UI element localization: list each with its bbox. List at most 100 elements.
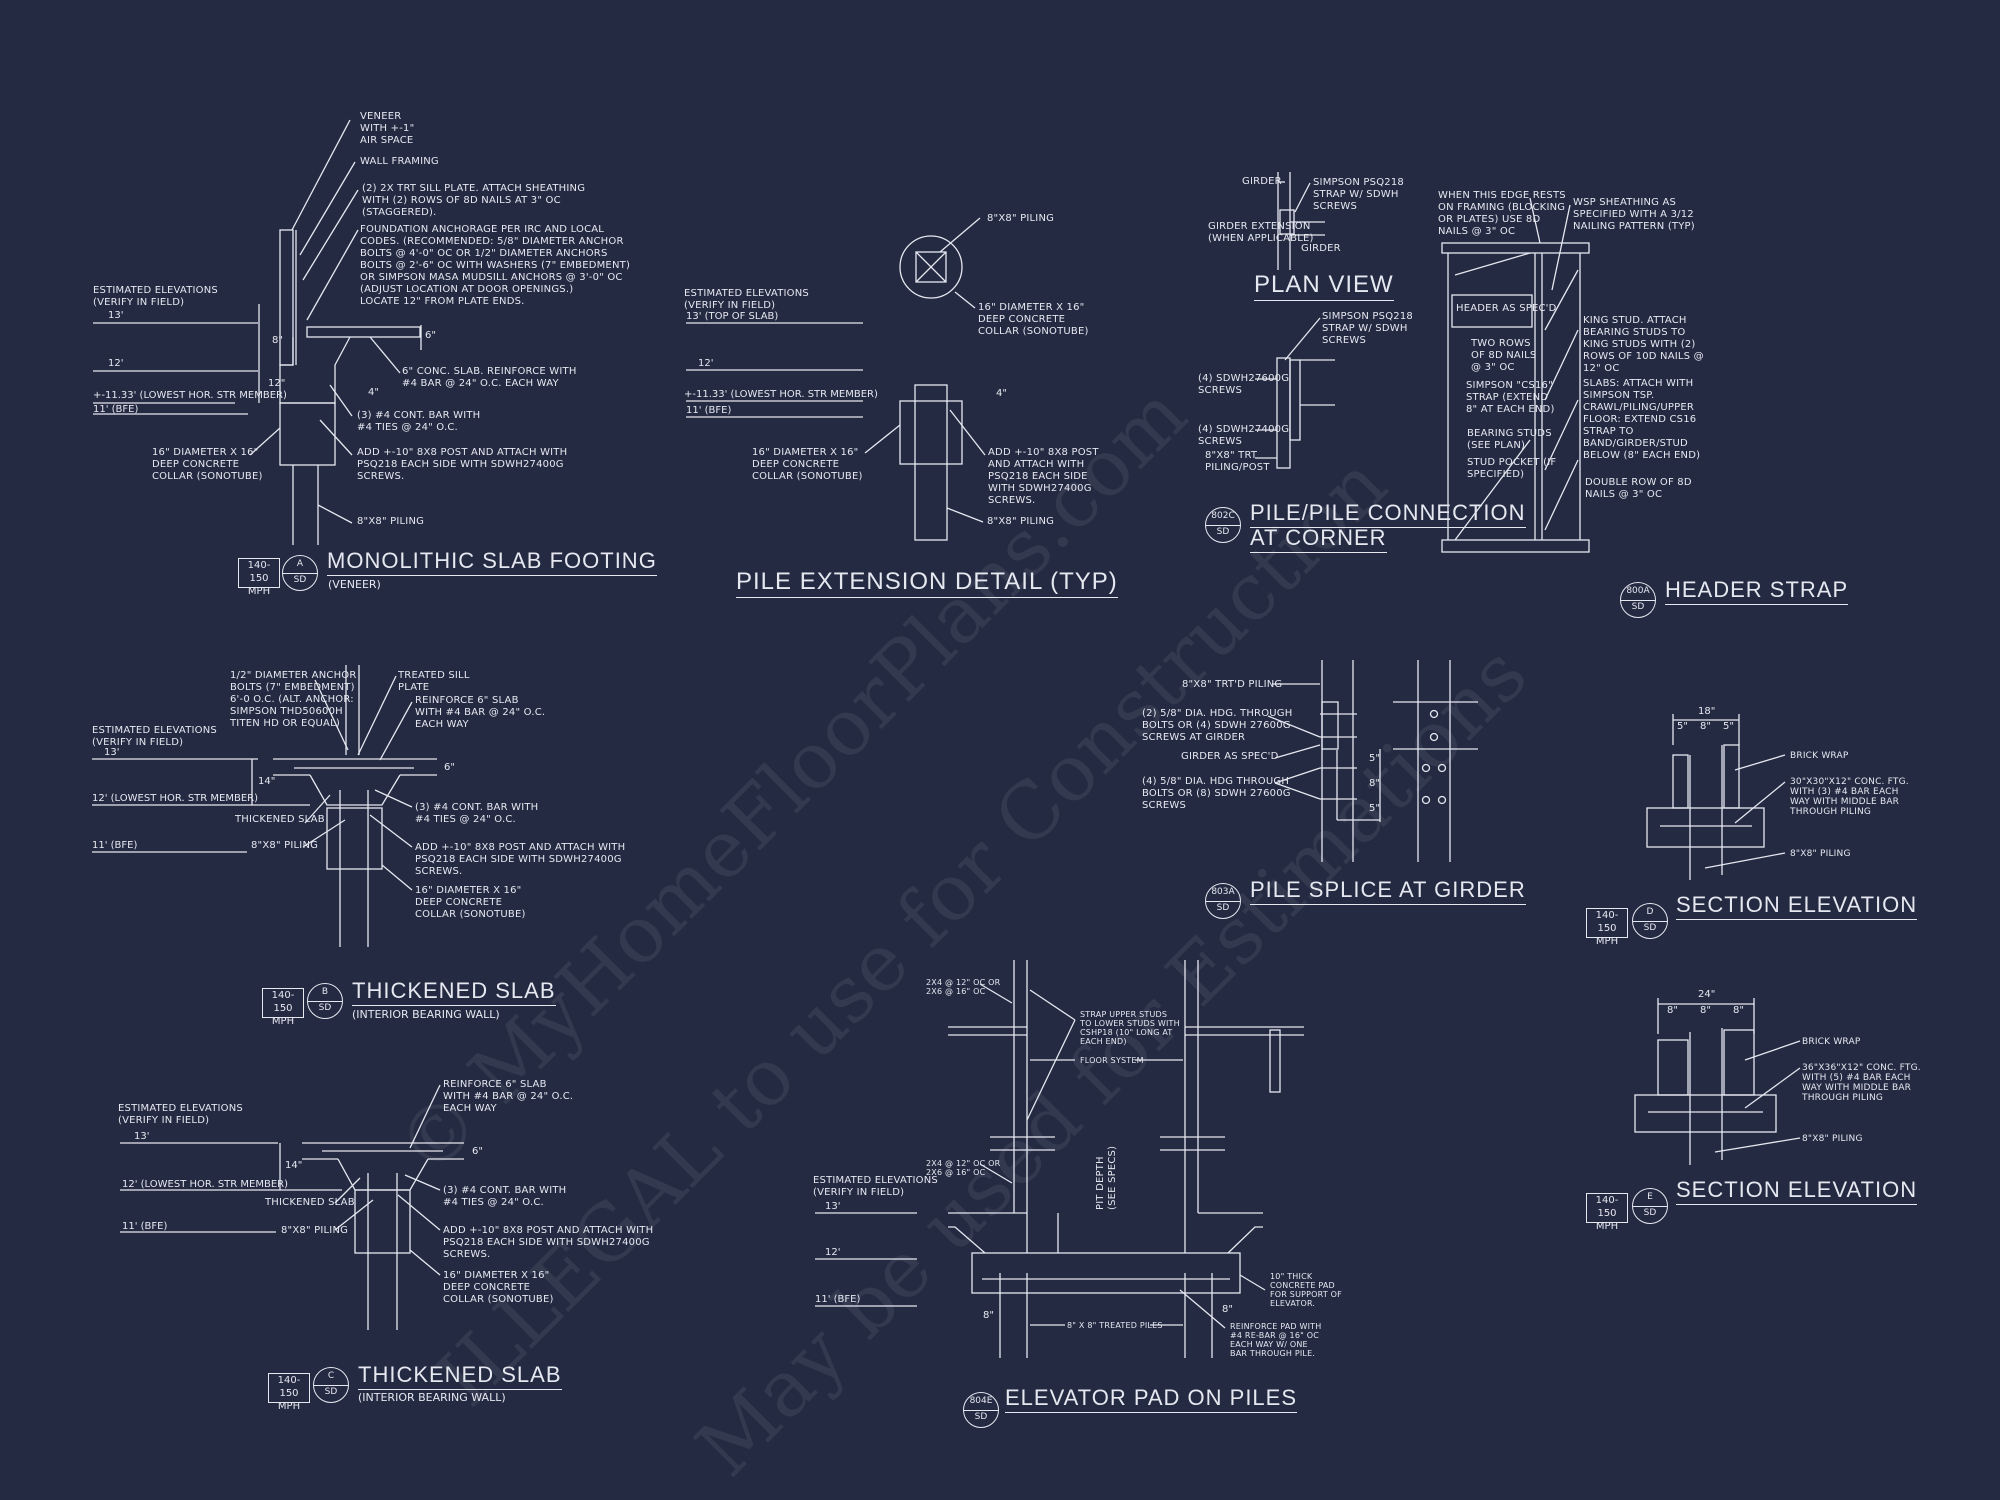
section-d-brick-label: BRICK WRAP bbox=[1790, 751, 1849, 761]
pile-ext-elev-heading: ESTIMATED ELEVATIONS (VERIFY IN FIELD) bbox=[684, 288, 809, 311]
detail-a-tag: A bbox=[296, 559, 304, 569]
detail-b-elev-11: 11' (BFE) bbox=[92, 840, 138, 851]
detail-a-piling-label: 8"x8" PILING bbox=[357, 516, 425, 527]
detail-b-elev-heading: ESTIMATED ELEVATIONS (VERIFY IN FIELD) bbox=[92, 725, 217, 748]
pile-ext-post-label: ADD +-10" 8X8 POST AND ATTACH WITH PSQ21… bbox=[988, 447, 1099, 506]
detail-c-piling-label: 8"x8" PILING bbox=[281, 1225, 349, 1236]
section-d-linework bbox=[1646, 714, 1786, 880]
detail-a-linework bbox=[93, 119, 422, 545]
detail-b-reinforce-label: REINFORCE 6" SLAB WITH #4 BAR @ 24" O.C.… bbox=[415, 695, 546, 730]
detail-b-elev-12: 12' (LOWEST HOR. STR MEMBER) bbox=[92, 793, 259, 804]
header-strap-cs16-label: SIMPSON "CS16" STRAP (EXTEND 8" AT EACH … bbox=[1466, 380, 1555, 415]
header-strap-bearing-label: BEARING STUDS (SEE PLAN) bbox=[1467, 428, 1552, 451]
detail-c-elev-13: 13' bbox=[134, 1131, 150, 1142]
section-d-sheet: SD bbox=[1643, 923, 1657, 933]
pile-splice-dim-8: 8" bbox=[1369, 778, 1380, 789]
detail-a-anchorage-label: FOUNDATION ANCHORAGE PER IRC AND LOCAL C… bbox=[360, 224, 631, 307]
pile-splice-dim-5a: 5" bbox=[1369, 753, 1380, 764]
section-d-piling-label: 8"x8" PILING bbox=[1790, 849, 1851, 859]
elevator-callout-bubble: 804E SD bbox=[963, 1392, 999, 1428]
pile-ext-piling-label: 8"x8" PILING bbox=[987, 516, 1055, 527]
detail-c-linework bbox=[120, 1084, 464, 1330]
detail-b-subtitle: (INTERIOR BEARING WALL) bbox=[352, 1008, 500, 1021]
detail-c-elev-12: 12' (LOWEST HOR. STR MEMBER) bbox=[122, 1179, 289, 1190]
section-d-title: SECTION ELEVATION bbox=[1676, 892, 1918, 920]
section-d-dim-5a: 5" bbox=[1677, 721, 1688, 732]
detail-a-dim-4: 4" bbox=[368, 387, 379, 398]
elevator-dim-8-left: 8" bbox=[983, 1310, 994, 1321]
pile-splice-tag: 803A bbox=[1211, 887, 1235, 897]
pile-splice-piling-label: 8"x8" TRT'D PILING bbox=[1182, 679, 1283, 690]
detail-a-title: MONOLITHIC SLAB FOOTING bbox=[327, 548, 657, 576]
elevator-studs-lower-label: 2x4 @ 12" OC OR 2x6 @ 16" OC bbox=[926, 1159, 1001, 1177]
pile-conn-title-1: PILE/PILE CONNECTION bbox=[1250, 500, 1526, 528]
pile-ext-elev-12: 12' bbox=[698, 358, 714, 369]
detail-a-elev-1133: +-11.33' (LOWEST HOR. STR MEMBER) bbox=[93, 390, 287, 401]
detail-a-elev-12: 12' bbox=[108, 358, 124, 369]
elevator-studs-upper-label: 2x4 @ 12" OC OR 2x6 @ 16" OC bbox=[926, 978, 1001, 996]
pile-ext-elev-1133: +-11.33' (LOWEST HOR. STR MEMBER) bbox=[684, 389, 878, 400]
section-e-title: SECTION ELEVATION bbox=[1676, 1177, 1918, 1205]
elevator-pad-linework bbox=[815, 960, 1304, 1358]
pile-splice-bolts2-label: (2) 5/8" DIA. HDG. THROUGH BOLTS OR (4) … bbox=[1142, 708, 1293, 743]
plan-view-extension-label: GIRDER EXTENSION (WHEN APPLICABLE) bbox=[1208, 221, 1314, 244]
detail-a-elev-13: 13' bbox=[108, 310, 124, 321]
detail-a-post-label: ADD +-10" 8X8 POST AND ATTACH WITH PSQ21… bbox=[357, 447, 568, 482]
elevator-rebar-label: REINFORCE PAD WITH #4 RE-BAR @ 16" OC EA… bbox=[1230, 1322, 1322, 1358]
section-e-dim-8a: 8" bbox=[1667, 1005, 1678, 1016]
detail-c-reinforce-label: REINFORCE 6" SLAB WITH #4 BAR @ 24" O.C.… bbox=[443, 1079, 574, 1114]
detail-b-sheet: SD bbox=[318, 1003, 332, 1013]
header-strap-linework bbox=[1441, 197, 1590, 553]
detail-c-title: THICKENED SLAB bbox=[358, 1362, 562, 1390]
section-e-sheet: SD bbox=[1643, 1208, 1657, 1218]
pile-splice-title: PILE SPLICE AT GIRDER bbox=[1250, 877, 1526, 905]
detail-c-tag: C bbox=[327, 1371, 335, 1381]
detail-b-callout-bubble: B SD bbox=[307, 983, 343, 1019]
header-strap-slabs-label: SLABS: ATTACH WITH SIMPSON TSP. CRAWL/PI… bbox=[1583, 378, 1701, 461]
detail-a-cont-bar-label: (3) #4 CONT. BAR WITH #4 TIES @ 24" O.C. bbox=[357, 410, 481, 433]
elevator-title: ELEVATOR PAD ON PILES bbox=[1005, 1385, 1298, 1413]
elevator-piles-label: 8" X 8" TREATED PILES bbox=[1067, 1321, 1163, 1330]
detail-a-slab-label: 6" CONC. SLAB. REINFORCE WITH #4 BAR @ 2… bbox=[402, 366, 577, 389]
pile-splice-bolts4-label: (4) 5/8" DIA. HDG THROUGH BOLTS OR (8) S… bbox=[1142, 776, 1291, 811]
pile-splice-girder-label: GIRDER AS SPEC'D bbox=[1181, 751, 1279, 762]
elevator-strap-label: STRAP UPPER STUDS TO LOWER STUDS WITH CS… bbox=[1080, 1010, 1180, 1046]
detail-b-tag: B bbox=[321, 987, 329, 997]
detail-b-dim-14: 14" bbox=[258, 776, 276, 787]
detail-c-subtitle: (INTERIOR BEARING WALL) bbox=[358, 1391, 506, 1404]
detail-a-wall-framing-label: WALL FRAMING bbox=[360, 156, 439, 167]
detail-c-wind-box: 140-150 MPH bbox=[268, 1373, 310, 1412]
elevator-tag: 804E bbox=[969, 1396, 993, 1406]
detail-a-dim-12: 12" bbox=[268, 378, 286, 389]
detail-c-callout-bubble: C SD bbox=[313, 1367, 349, 1403]
section-e-callout-bubble: E SD bbox=[1632, 1188, 1668, 1224]
plan-view-title: PLAN VIEW bbox=[1254, 271, 1394, 301]
detail-b-dim-6: 6" bbox=[444, 762, 455, 773]
detail-c-dim-6: 6" bbox=[472, 1146, 483, 1157]
header-strap-double-label: DOUBLE ROW OF 8d NAILS @ 3" OC bbox=[1585, 477, 1692, 500]
detail-a-elev-heading: ESTIMATED ELEVATIONS (VERIFY IN FIELD) bbox=[93, 285, 218, 308]
pile-splice-callout-bubble: 803A SD bbox=[1205, 883, 1241, 919]
detail-a-dim-6: 6" bbox=[425, 330, 436, 341]
plan-view-linework bbox=[1277, 172, 1325, 270]
section-e-wind-box: 140-150 MPH bbox=[1586, 1193, 1628, 1232]
elevator-elev-11: 11' (BFE) bbox=[815, 1294, 861, 1305]
pile-conn-strap-label: SIMPSON PSQ218 STRAP W/ SDWH SCREWS bbox=[1322, 311, 1413, 346]
pile-ext-plan-collar-label: 16" DIAMETER x 16" DEEP CONCRETE COLLAR … bbox=[978, 302, 1089, 337]
detail-a-elev-11: 11' (BFE) bbox=[93, 404, 139, 415]
elevator-dim-8-right: 8" bbox=[1222, 1304, 1233, 1315]
detail-c-dim-14: 14" bbox=[285, 1160, 303, 1171]
detail-c-sheet: SD bbox=[324, 1387, 338, 1397]
detail-a-dim-8: 8" bbox=[272, 335, 283, 346]
header-strap-callout-bubble: 800A SD bbox=[1620, 582, 1656, 618]
header-strap-header-label: HEADER AS SPEC'D bbox=[1456, 303, 1557, 314]
section-e-brick-label: BRICK WRAP bbox=[1802, 1037, 1861, 1047]
section-e-footing-label: 36"x36"x12" CONC. FTG. WITH (5) #4 BAR E… bbox=[1802, 1063, 1921, 1103]
detail-c-collar-label: 16" DIAMETER x 16" DEEP CONCRETE COLLAR … bbox=[443, 1270, 554, 1305]
detail-b-wind-box: 140-150 MPH bbox=[262, 988, 304, 1027]
section-d-dim-8: 8" bbox=[1700, 721, 1711, 732]
section-d-dim-5b: 5" bbox=[1723, 721, 1734, 732]
section-d-footing-label: 30"x30"x12" CONC. FTG. WITH (3) #4 BAR E… bbox=[1790, 777, 1909, 817]
detail-a-collar-label: 16" DIAMETER x 16" DEEP CONCRETE COLLAR … bbox=[152, 447, 263, 482]
section-e-piling-label: 8"x8" PILING bbox=[1802, 1134, 1863, 1144]
